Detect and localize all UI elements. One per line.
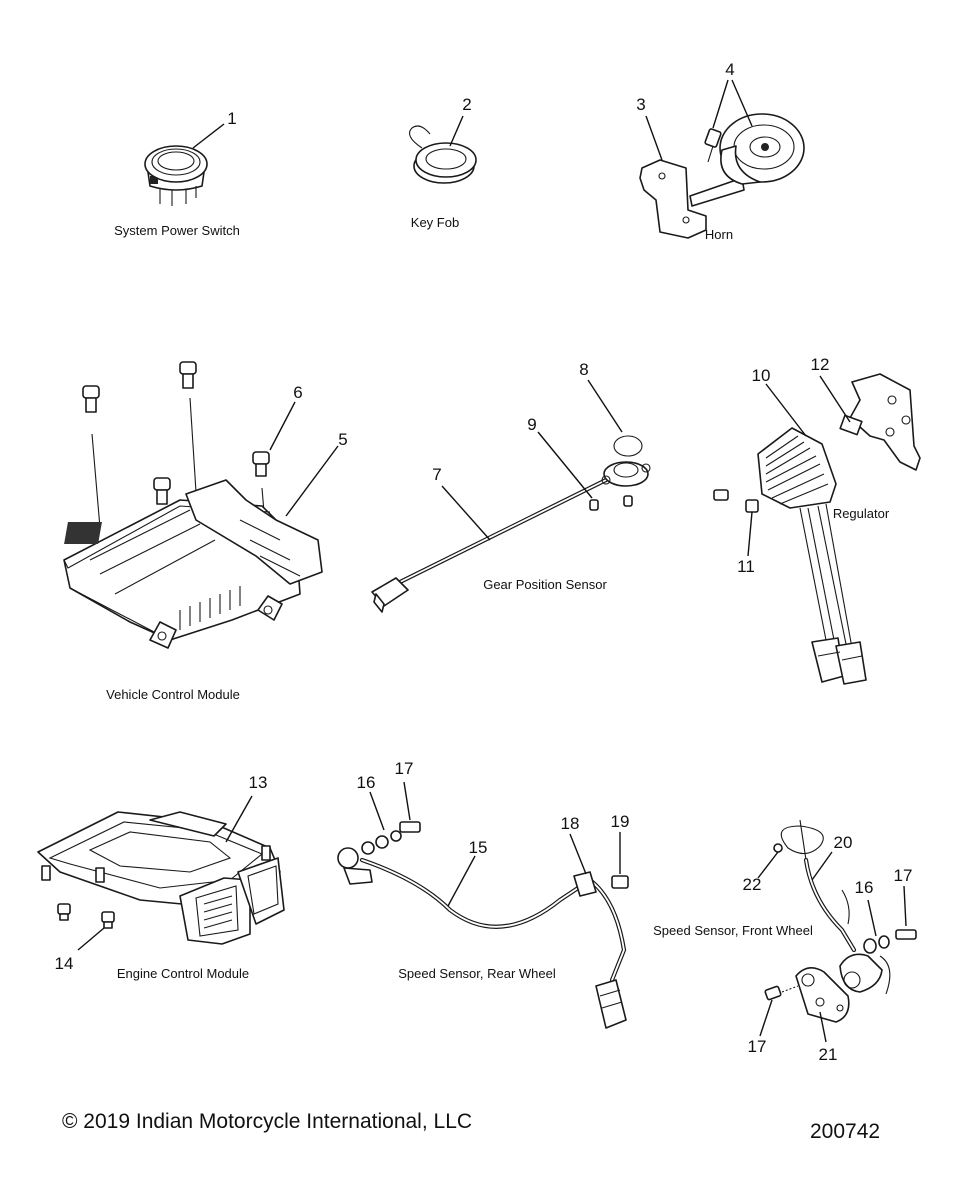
leader-22: [757, 851, 779, 879]
leader-15: [447, 855, 476, 907]
engine-control-module-drawing: [37, 811, 285, 945]
leader-5: [285, 445, 339, 517]
callout-18: 18: [561, 814, 580, 833]
leader-10: [765, 383, 807, 437]
caption-horn: Horn: [705, 227, 733, 242]
callout-7: 7: [432, 465, 441, 484]
horn-drawing: [639, 113, 805, 239]
callout-13: 13: [249, 773, 268, 792]
system-power-switch-drawing: [144, 145, 208, 206]
key-fob-drawing: [409, 125, 477, 184]
speed-sensor-rear-drawing: [337, 821, 629, 1029]
leader-18: [569, 833, 587, 875]
copyright-text: © 2019 Indian Motorcycle International, …: [62, 1110, 473, 1133]
leader-16b: [867, 899, 877, 937]
leader-20: [811, 851, 833, 881]
leader-21: [819, 1011, 827, 1043]
callout-17-front-bottom: 17: [748, 1037, 767, 1056]
caption-engine-control-module: Engine Control Module: [117, 966, 249, 981]
caption-system-power-switch: System Power Switch: [114, 223, 240, 238]
callout-4: 4: [725, 60, 734, 79]
callout-22: 22: [743, 875, 762, 894]
caption-gear-position-sensor: Gear Position Sensor: [483, 577, 607, 592]
leader-7: [441, 485, 491, 541]
callout-9: 9: [527, 415, 536, 434]
leader-4b: [731, 79, 753, 127]
leader-1: [192, 123, 225, 149]
gear-position-sensor-drawing: [371, 435, 651, 613]
vehicle-control-module-drawing: [63, 361, 323, 649]
leader-4a: [712, 79, 729, 129]
caption-key-fob: Key Fob: [411, 215, 459, 230]
callout-2: 2: [462, 95, 471, 114]
callout-1: 1: [227, 109, 236, 128]
leader-9: [537, 431, 593, 499]
leader-6: [269, 401, 296, 451]
regulator-drawing: [713, 373, 921, 685]
callout-8: 8: [579, 360, 588, 379]
callout-11: 11: [737, 557, 755, 576]
caption-regulator: Regulator: [833, 506, 890, 521]
callout-20: 20: [834, 833, 853, 852]
leader-8: [587, 379, 623, 433]
callout-5: 5: [338, 430, 347, 449]
callout-19: 19: [611, 812, 630, 831]
callout-16-front: 16: [855, 878, 874, 897]
drawing-number: 200742: [810, 1120, 881, 1143]
leader-16a: [369, 791, 385, 831]
callout-16-rear: 16: [357, 773, 376, 792]
leader-17b: [903, 885, 907, 927]
leader-12: [819, 375, 851, 423]
leader-3: [645, 115, 663, 161]
caption-speed-sensor-front: Speed Sensor, Front Wheel: [653, 923, 813, 938]
speed-sensor-front-drawing: [764, 819, 917, 1023]
leader-13: [225, 795, 253, 843]
callout-15: 15: [469, 838, 488, 857]
callout-21: 21: [819, 1045, 838, 1064]
caption-speed-sensor-rear: Speed Sensor, Rear Wheel: [398, 966, 556, 981]
callout-6: 6: [293, 383, 302, 402]
leader-11: [747, 511, 753, 557]
leader-17a: [403, 781, 411, 821]
callout-17-front-top: 17: [894, 866, 913, 885]
leader-2: [449, 115, 464, 147]
leader-14: [77, 927, 105, 951]
callout-10: 10: [752, 366, 771, 385]
caption-vehicle-control-module: Vehicle Control Module: [106, 687, 240, 702]
leader-17c: [759, 999, 773, 1037]
callout-14: 14: [55, 954, 74, 973]
callout-3: 3: [636, 95, 645, 114]
callout-12: 12: [811, 355, 830, 374]
callout-17-rear: 17: [395, 759, 414, 778]
